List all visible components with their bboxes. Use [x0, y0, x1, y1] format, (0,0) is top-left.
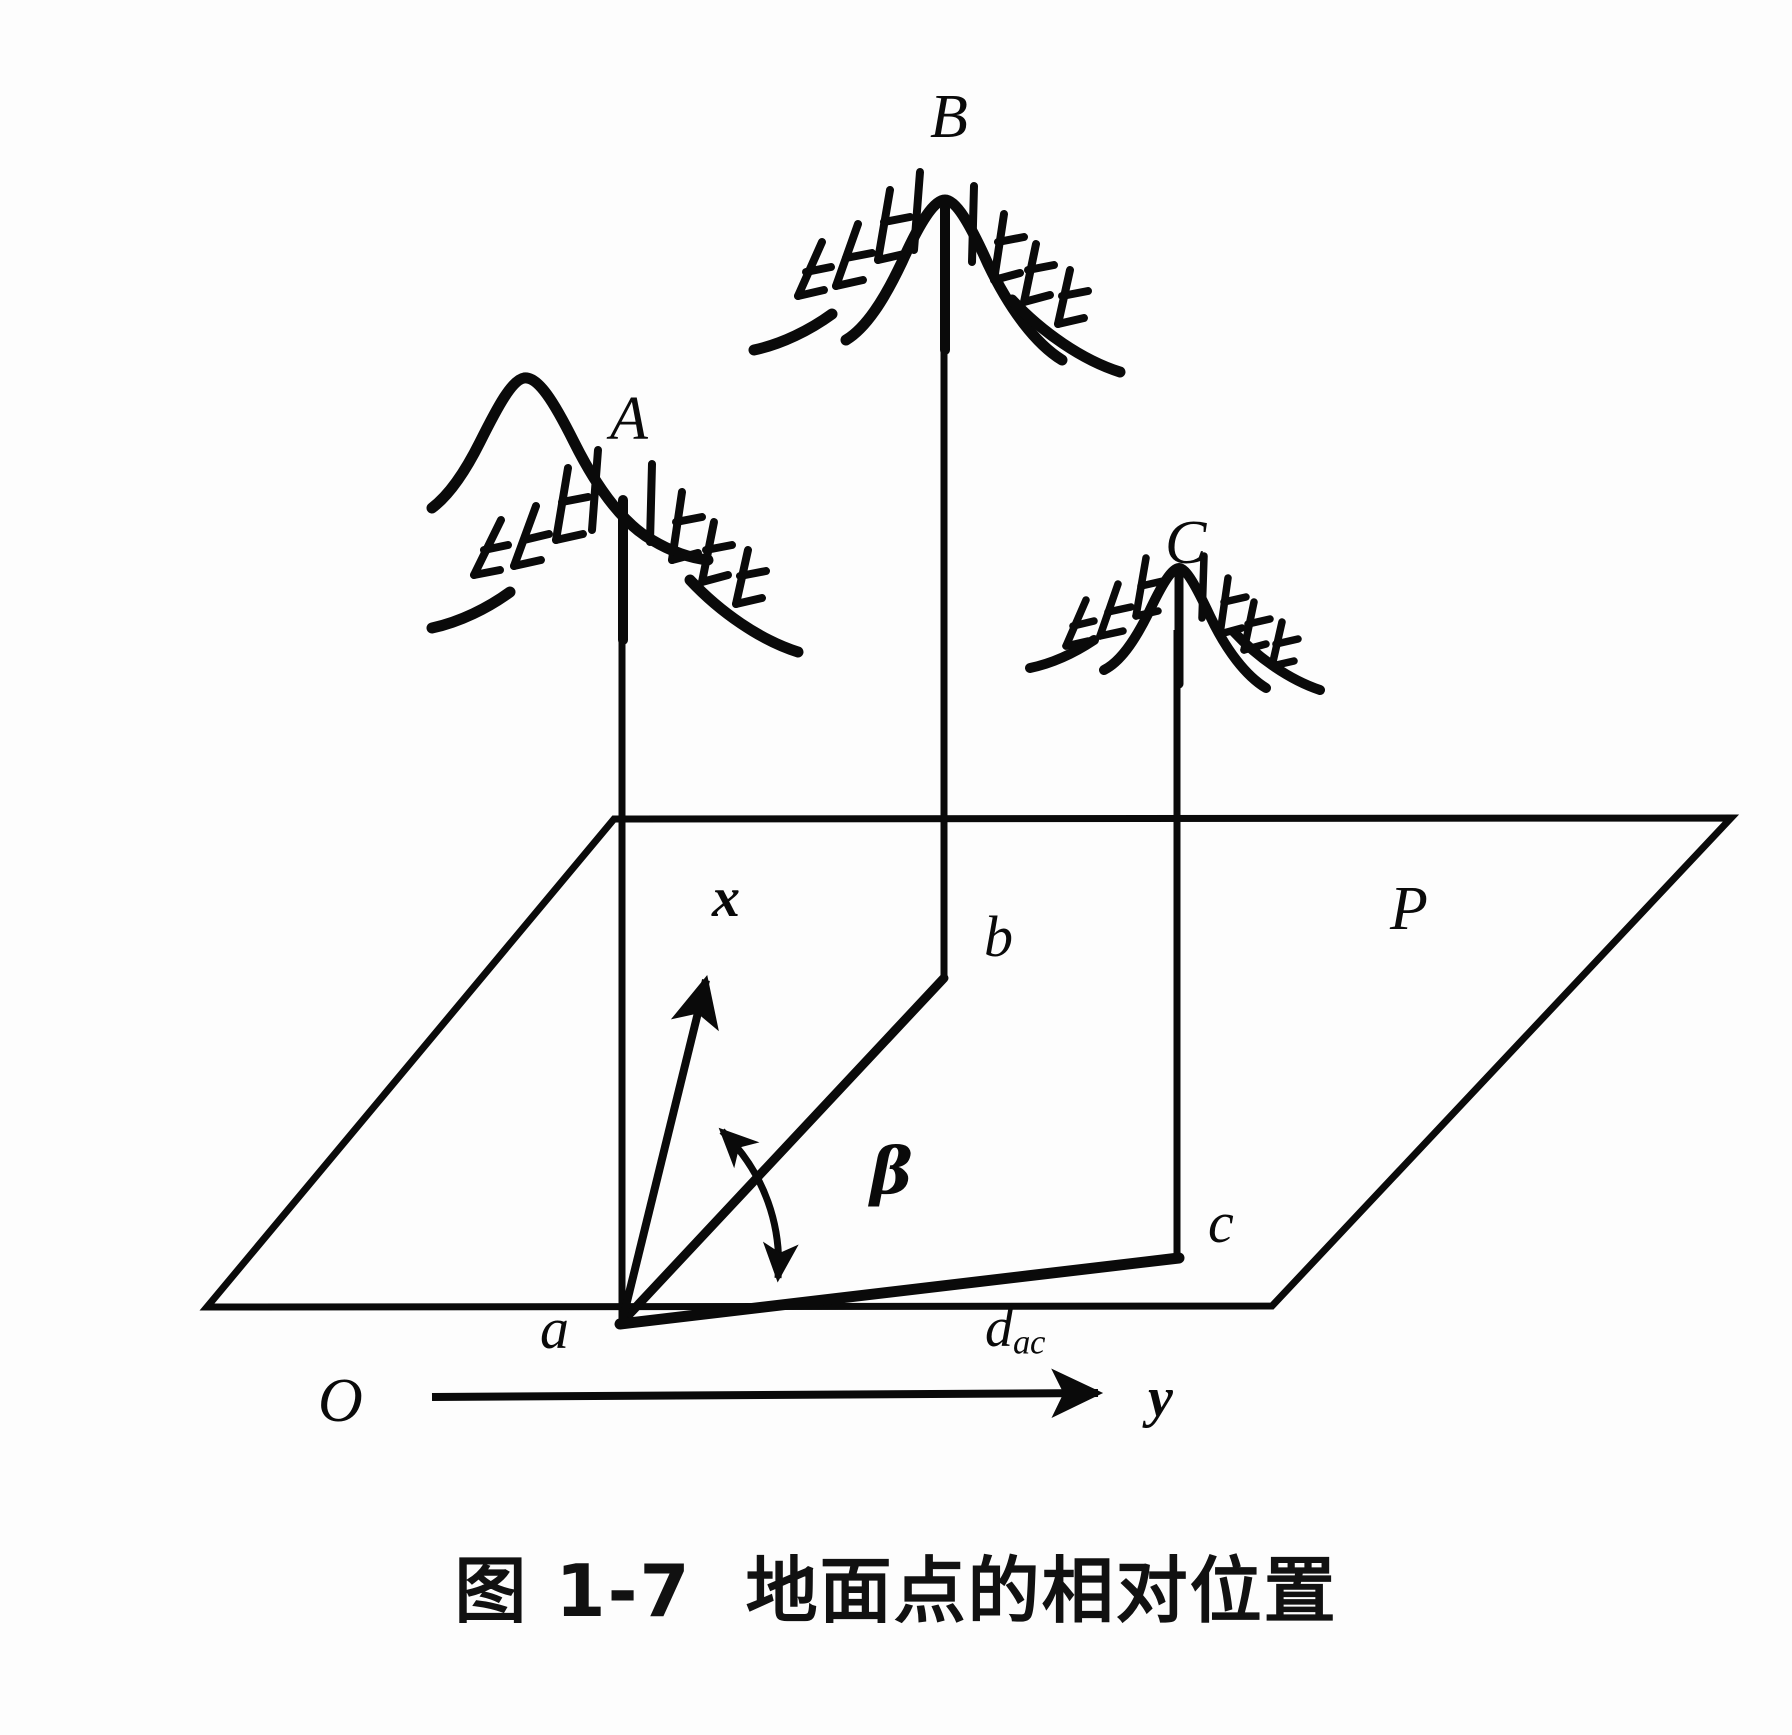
label-plane-P: P — [1390, 875, 1428, 943]
label-angle-beta: β — [870, 1134, 913, 1209]
axis-x-arrow — [618, 975, 719, 1323]
label-distance-ac: dac — [985, 1300, 1045, 1360]
label-foot-c: c — [1208, 1190, 1234, 1255]
hill-C-outline — [1099, 563, 1271, 693]
label-origin-O: O — [318, 1367, 363, 1435]
figure-caption: 图 1-7 地面点的相对位置 — [0, 1532, 1792, 1637]
beta-double-arrow — [718, 1127, 799, 1283]
label-peak-C: C — [1165, 509, 1207, 577]
hill-symbol-C — [1025, 552, 1325, 695]
axis-y-arrow — [431, 1368, 1104, 1419]
label-axis-y: y — [1148, 1367, 1173, 1429]
distance-ac-base: d — [985, 1297, 1013, 1359]
hill-B-hachures-right — [968, 182, 1092, 328]
plane-outline — [199, 814, 1740, 1311]
hill-A-hachures-left — [470, 446, 602, 579]
segment-ac — [614, 1252, 1185, 1330]
label-foot-b: b — [984, 904, 1013, 969]
label-peak-A: A — [610, 385, 648, 453]
hill-B-left-tail — [748, 308, 838, 356]
angle-beta-arc — [718, 1127, 799, 1283]
hill-symbol-A — [426, 372, 804, 658]
hill-A-left-tail — [426, 586, 516, 634]
caption-title: 地面点的相对位置 — [745, 1549, 1338, 1633]
hill-C-right-tail — [1229, 627, 1325, 695]
caption-number: 图 1-7 — [454, 1549, 692, 1633]
hill-A-right-tail — [684, 574, 804, 658]
hill-B-outline — [840, 194, 1068, 366]
label-axis-x: x — [712, 867, 740, 929]
distance-ac-subscript: ac — [1013, 1322, 1046, 1362]
hill-A-hachures-right — [646, 460, 770, 608]
axis-x — [618, 975, 719, 1323]
label-peak-B-main: B — [930, 83, 968, 151]
hill-B-right-tail — [1006, 294, 1126, 378]
ground-plane-P — [199, 814, 1740, 1311]
hill-symbol-B — [748, 168, 1126, 378]
axis-y — [431, 1368, 1104, 1419]
hill-C-left-tail — [1025, 635, 1099, 673]
label-foot-a: a — [540, 1296, 569, 1361]
hill-B-hachures-left — [794, 168, 924, 300]
